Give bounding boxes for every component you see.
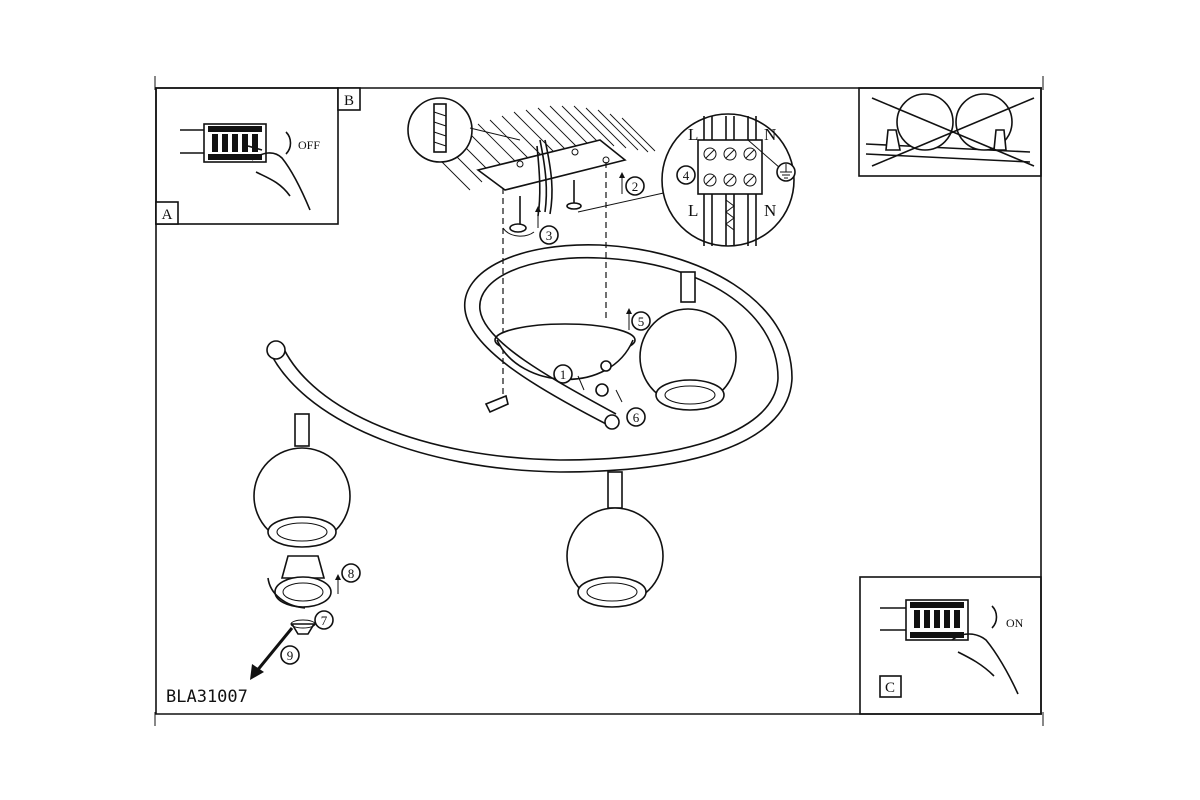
rotate-arrow-icon <box>502 227 535 237</box>
step-6: 6 <box>626 407 646 427</box>
svg-text:6: 6 <box>633 410 640 425</box>
step-2: 2 <box>625 176 645 196</box>
svg-text:2: 2 <box>632 179 639 194</box>
rotate-arrow-icon <box>267 577 306 609</box>
svg-text:3: 3 <box>546 228 553 243</box>
panel-c-switch-label: ON <box>1006 616 1024 630</box>
svg-text:5: 5 <box>638 314 645 329</box>
wall-plug-icon <box>407 97 521 163</box>
panel-b-label: B <box>337 87 361 111</box>
hand-icon <box>951 633 1019 695</box>
crossed-out-icon <box>871 97 1035 167</box>
terminal-label-bottom-right: N <box>764 201 776 220</box>
ceiling-mounting <box>407 97 656 398</box>
step-5: 5 <box>631 311 651 331</box>
rotate-arrow-icon <box>285 131 292 155</box>
svg-text:8: 8 <box>348 566 355 581</box>
panel-bulb-warning <box>858 87 1042 177</box>
fuse-box-icon <box>180 123 267 163</box>
svg-text:9: 9 <box>287 648 294 663</box>
panel-b-letter: B <box>344 93 354 109</box>
step-3: 3 <box>539 225 559 245</box>
terminal-label-top-right: N <box>764 125 776 144</box>
svg-text:1: 1 <box>560 367 567 382</box>
ground-icon <box>776 162 796 182</box>
luminaire-body <box>266 244 793 473</box>
panel-a-letter: A <box>162 207 173 223</box>
terminal-block-detail: L N L N <box>577 113 796 247</box>
step-9: 9 <box>280 645 300 665</box>
panel-a-switch-label: OFF <box>298 138 320 152</box>
canopy <box>494 323 636 381</box>
spotlight-left <box>253 413 351 548</box>
terminal-label-top-left: L <box>688 125 698 144</box>
direction-arrows <box>335 172 632 594</box>
spotlight-bottom <box>566 471 664 608</box>
panel-c-letter: C <box>885 680 895 696</box>
terminal-label-bottom-left: L <box>688 201 698 220</box>
luminaire-arm <box>267 244 793 473</box>
step-8: 8 <box>341 563 361 583</box>
hand-icon <box>247 145 311 211</box>
step-markers: 1 2 3 4 5 6 7 8 9 <box>280 165 696 665</box>
step-7: 7 <box>314 610 334 630</box>
rotate-arrow-icon <box>991 605 998 629</box>
fuse-box-icon <box>880 599 969 641</box>
screw-icon <box>509 180 582 233</box>
spotlight-right <box>639 271 737 411</box>
panel-a-switch-off: A OFF <box>155 87 339 225</box>
svg-text:4: 4 <box>683 168 690 183</box>
step-4: 4 <box>676 165 696 185</box>
bulb-removal <box>250 555 332 680</box>
model-code: BLA31007 <box>166 687 248 707</box>
fixing-screws <box>484 360 612 414</box>
step-1: 1 <box>553 364 573 384</box>
svg-text:7: 7 <box>321 613 328 628</box>
panel-c-switch-on: C ON <box>859 576 1042 715</box>
